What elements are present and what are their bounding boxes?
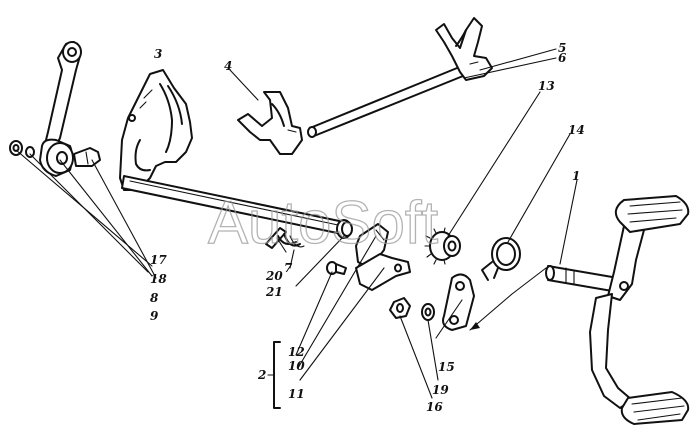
- callout-11: 11: [288, 387, 305, 401]
- detent-spring-pin: [265, 227, 305, 249]
- callout-13: 13: [538, 79, 555, 93]
- callout-3: 3: [154, 47, 162, 61]
- shift-fork-large-with-rod: [307, 17, 493, 138]
- callout-19: 19: [432, 383, 449, 397]
- callout-18: 18: [150, 272, 167, 286]
- gear-sector: [424, 227, 461, 265]
- callout-7: 7: [284, 261, 293, 275]
- group-bracket: 2: [257, 341, 281, 409]
- shift-pedal: [545, 195, 690, 425]
- callout-14: 14: [568, 123, 585, 137]
- autosoft-watermark: AutoSoft: [208, 189, 438, 256]
- callout-4: 4: [224, 59, 232, 73]
- callout-16: 16: [426, 400, 443, 414]
- callout-17: 17: [150, 253, 167, 267]
- leader-lines: [15, 48, 578, 399]
- callout-20: 20: [265, 269, 283, 283]
- callout-15: 15: [438, 360, 455, 374]
- callout-1: 1: [572, 169, 580, 183]
- callout-21: 21: [265, 285, 283, 299]
- callout-10: 10: [288, 359, 305, 373]
- callout-9: 9: [150, 309, 159, 323]
- return-spring: [481, 237, 521, 281]
- callout-5: 5: [558, 41, 566, 55]
- callout-12: 12: [288, 345, 305, 359]
- shift-fork-small: [237, 91, 303, 155]
- shift-plate-with-shaft: [119, 69, 353, 239]
- callout-labels: 1 3 4 5 6 7 8 9 10 11 12 13 14 15 16 17 …: [150, 41, 585, 414]
- callout-6: 6: [558, 51, 567, 65]
- callout-2: 2: [257, 368, 266, 382]
- selector-lever-assembly: [9, 41, 101, 177]
- callout-8: 8: [150, 291, 159, 305]
